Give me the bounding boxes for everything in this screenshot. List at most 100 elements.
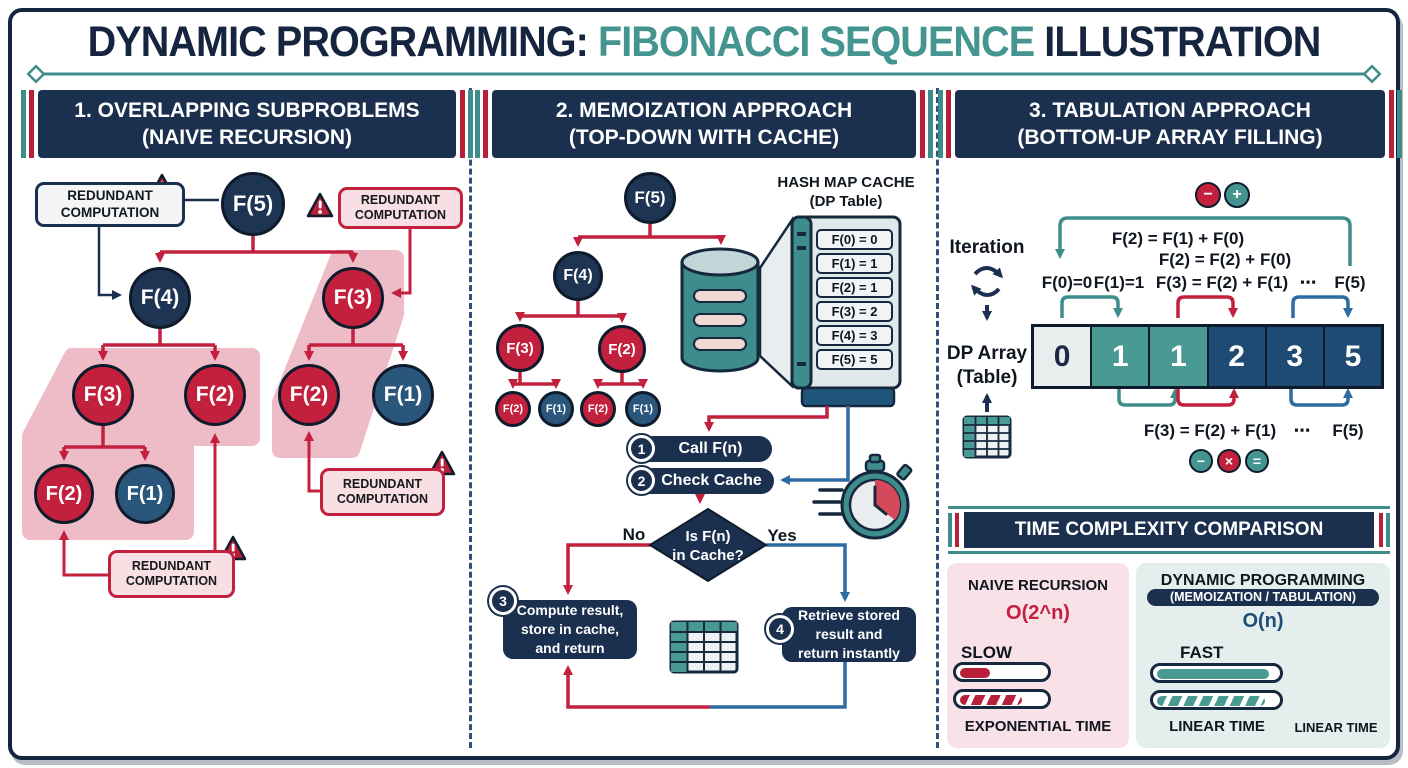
dp-array: 0 1 1 2 3 5	[1031, 324, 1384, 389]
panel3-header-line1: 3. TABULATION APPROACH	[1029, 98, 1311, 122]
dp-cell: 1	[1090, 327, 1149, 386]
panel1-header-line2: (NAIVE RECURSION)	[141, 126, 352, 149]
stripe-red	[955, 513, 959, 547]
title-part2: FIBONACCI SEQUENCE	[597, 18, 1035, 66]
node-f4: F(4)	[553, 251, 603, 301]
stripe-red	[29, 90, 34, 158]
panel3-header: 3. TABULATION APPROACH (BOTTOM-UP ARRAY …	[938, 90, 1402, 158]
cache-row: F(0) = 0	[816, 229, 893, 250]
dp-title: DYNAMIC PROGRAMMING	[1160, 572, 1366, 589]
flow-step1-label: Call F(n)	[678, 440, 743, 457]
flow-step4-badge: 4	[766, 615, 794, 643]
node-f2-bottom: F(2)	[34, 464, 94, 524]
cache-title-line1: HASH MAP CACHE	[777, 174, 915, 191]
node-leaf-f2: F(2)	[580, 391, 616, 427]
progress-fill	[960, 695, 1022, 705]
time-complexity-title: TIME COMPLEXITY COMPARISON	[964, 512, 1374, 548]
stripe-red	[920, 90, 925, 158]
node-f1-bottom: F(1)	[115, 464, 175, 524]
cache-row: F(5) = 5	[816, 349, 893, 370]
dp-graph-footer: LINEAR TIME	[1294, 720, 1378, 735]
panel1-header-line1: 1. OVERLAPPING SUBPROBLEMS	[74, 98, 420, 122]
callout-line1: REDUNDANT	[67, 188, 153, 204]
redundant-callout-2: REDUNDANT COMPUTATION	[338, 187, 463, 229]
panel2-header: 2. MEMOIZATION APPROACH (TOP-DOWN WITH C…	[475, 90, 933, 158]
node-leaf-f1: F(1)	[538, 391, 574, 427]
stripe-red	[1389, 90, 1394, 158]
progress-bar-fast-1	[1150, 663, 1283, 683]
stripe-red	[1379, 513, 1383, 547]
panel-divider-2	[936, 88, 939, 748]
node-f3: F(3)	[496, 324, 544, 372]
no-label: No	[622, 525, 646, 544]
dp-bars-footer: LINEAR TIME	[1169, 718, 1265, 735]
title-part3: ILLUSTRATION	[1034, 18, 1321, 66]
callout-line2: COMPUTATION	[125, 574, 218, 588]
target-bottom: F(5)	[1332, 421, 1364, 440]
naive-title: NAIVE RECURSION	[967, 577, 1109, 594]
node-f2-mid: F(2)	[184, 364, 246, 426]
callout-line2: COMPUTATION	[60, 204, 160, 220]
decision-label: Is F(n) in Cache?	[658, 528, 758, 566]
callout-line2: COMPUTATION	[336, 492, 429, 506]
equals-icon: =	[1245, 449, 1269, 473]
cache-row: F(4) = 3	[816, 325, 893, 346]
multiply-icon: ×	[1217, 449, 1241, 473]
dp-cell: 0	[1034, 327, 1091, 386]
node-f4: F(4)	[129, 267, 191, 329]
callout-line1: REDUNDANT	[360, 193, 441, 207]
callout-line1: REDUNDANT	[342, 477, 423, 491]
target-top: F(5)	[1334, 273, 1366, 292]
dynamic-programming-card: DYNAMIC PROGRAMMING (MEMOIZATION / TABUL…	[1136, 563, 1390, 748]
time-complexity-header: TIME COMPLEXITY COMPARISON	[948, 506, 1390, 554]
cache-title-line2: (DP Table)	[809, 192, 883, 210]
page-title: DYNAMIC PROGRAMMING: FIBONACCI SEQUENCE …	[56, 18, 1351, 67]
node-f2: F(2)	[598, 325, 646, 373]
panel2-header-line2: (TOP-DOWN WITH CACHE)	[568, 126, 840, 149]
stripe-teal	[1386, 513, 1390, 547]
node-f2-right: F(2)	[278, 364, 340, 426]
slow-label: SLOW	[961, 643, 1012, 662]
progress-bar-slow-1	[953, 662, 1051, 682]
dp-cell: 3	[1264, 327, 1323, 386]
step4-line2: result and	[815, 626, 883, 643]
dp-array-label-line2: (Table)	[956, 366, 1018, 388]
redundant-callout-3: REDUNDANT COMPUTATION	[108, 550, 235, 598]
dp-cell: 2	[1206, 327, 1265, 386]
cache-row: F(3) = 2	[816, 301, 893, 322]
node-f3-right: F(3)	[322, 267, 384, 329]
step4-line1: Retrieve stored	[798, 607, 900, 624]
flow-step2-badge: 2	[628, 467, 655, 494]
dp-cell: 1	[1148, 327, 1207, 386]
stripe-teal	[21, 90, 26, 158]
stripe-red	[946, 90, 951, 158]
progress-bar-fast-2	[1150, 690, 1283, 710]
formula-2: F(2) = F(2) + F(0)	[1158, 250, 1292, 269]
redundant-callout-1: REDUNDANT COMPUTATION	[35, 182, 185, 227]
stripe-teal	[928, 90, 933, 158]
panel1-header: 1. OVERLAPPING SUBPROBLEMS (NAIVE RECURS…	[21, 90, 473, 158]
iteration-label: Iteration	[949, 237, 1025, 258]
node-leaf-f2: F(2)	[495, 391, 531, 427]
dp-subtitle-badge: (MEMOIZATION / TABULATION)	[1147, 589, 1379, 606]
node-f1-right: F(1)	[372, 364, 434, 426]
progress-fill	[1157, 669, 1269, 679]
naive-recursion-card: NAIVE RECURSION O(2^n) SLOW EXPONENTIAL …	[947, 563, 1129, 748]
stripe-teal	[938, 90, 943, 158]
dp-complexity: O(n)	[1242, 610, 1284, 632]
progress-fill	[1157, 696, 1265, 706]
cache-row: F(1) = 1	[816, 253, 893, 274]
flow-step4: Retrieve stored result and return instan…	[782, 607, 916, 662]
stripe-teal	[1397, 90, 1402, 158]
title-part1: DYNAMIC PROGRAMMING:	[87, 18, 598, 66]
base-case-1: F(1)=1	[1093, 273, 1145, 292]
node-f5: F(5)	[221, 172, 285, 236]
flow-step3: Compute result, store in cache, and retu…	[503, 600, 637, 659]
step4-line3: return instantly	[798, 644, 900, 661]
node-f3-left: F(3)	[72, 364, 134, 426]
callout-line1: REDUNDANT	[131, 559, 212, 573]
decision-line2: in Cache?	[672, 546, 744, 564]
panel2-header-line1: 2. MEMOIZATION APPROACH	[555, 98, 853, 122]
base-case-0: F(0)=0	[1041, 273, 1093, 292]
